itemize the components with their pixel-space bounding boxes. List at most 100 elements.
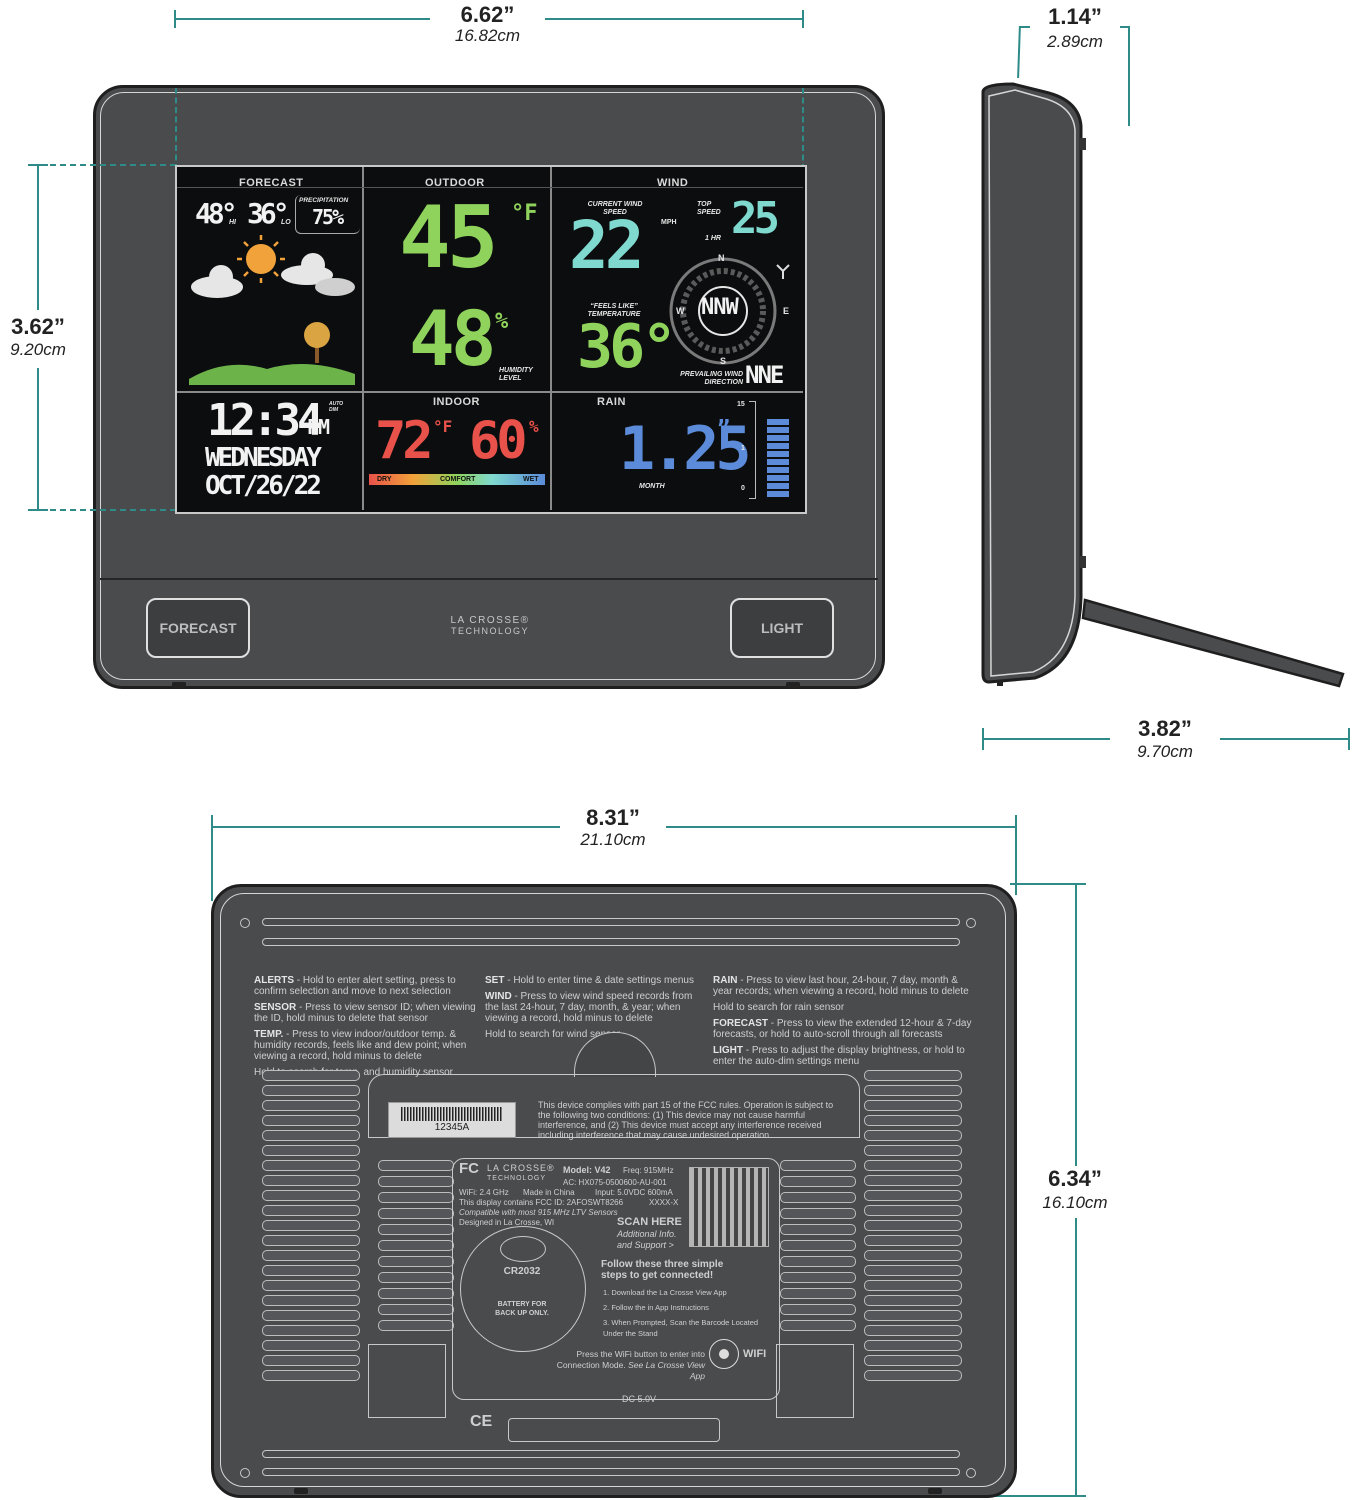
label-compat: Compatible with most 915 MHz LTV Sensors xyxy=(459,1208,618,1217)
wind-text: - Press to view wind speed records from … xyxy=(485,991,693,1024)
feels-like-label: “FEELS LIKE” TEMPERATURE xyxy=(587,303,641,318)
label-made: Made in China xyxy=(523,1188,575,1197)
forecast-lo: 36° xyxy=(247,197,290,230)
vent-slot xyxy=(864,1340,962,1351)
vent-slot xyxy=(262,1085,360,1096)
scale-dry: DRY xyxy=(377,476,392,483)
vent-slot xyxy=(262,1355,360,1366)
wind-compass xyxy=(669,257,790,365)
vent-slot xyxy=(864,1145,962,1156)
light-button[interactable]: LIGHT xyxy=(730,598,834,658)
brand-line2: TECHNOLOGY xyxy=(450,626,529,636)
comfort-scale-bar xyxy=(369,474,545,485)
wifi-note: Press the WiFi button to enter into Conn… xyxy=(545,1349,705,1382)
vent-slot xyxy=(864,1310,962,1321)
wifi-button[interactable] xyxy=(709,1339,739,1369)
side-depth-top-inches: 1.14” xyxy=(1030,4,1120,30)
vent-slot xyxy=(262,1115,360,1126)
outdoor-humidity-unit: % xyxy=(495,309,509,334)
vent-slot xyxy=(780,1320,856,1331)
vent-slot xyxy=(262,1235,360,1246)
forecast-hi-label: HI xyxy=(229,219,236,226)
rain-key: RAIN xyxy=(713,975,738,986)
step-2: Follow the in App Instructions xyxy=(611,1303,709,1312)
precipitation-value: 75% xyxy=(312,205,344,229)
vent-slot xyxy=(780,1288,856,1299)
vent-slot xyxy=(864,1100,962,1111)
label-fcc-id: This display contains FCC ID: 2AFOSWT826… xyxy=(459,1198,624,1207)
vent-slot xyxy=(864,1070,962,1081)
outdoor-humidity: 48 xyxy=(409,294,496,383)
vent-slot xyxy=(262,1145,360,1156)
set-key: SET xyxy=(485,975,505,986)
vent-slot xyxy=(378,1304,454,1315)
vent-slot xyxy=(262,1280,360,1291)
indoor-temp: 72 xyxy=(375,411,434,471)
vent-slot xyxy=(262,1340,360,1351)
front-height-inches: 3.62” xyxy=(11,314,65,339)
instructions-column-3: RAIN - Press to view last hour, 24-hour,… xyxy=(713,975,979,1067)
wind-direction: NNW xyxy=(701,295,739,320)
battery-recess-outline xyxy=(368,1074,860,1138)
prevailing-value: NNE xyxy=(745,361,784,389)
set-text: - Hold to enter time & date settings men… xyxy=(504,975,694,986)
outdoor-temp: 45 xyxy=(399,188,499,288)
vent-slot xyxy=(780,1208,856,1219)
vent-slot xyxy=(378,1240,454,1251)
vent-slot xyxy=(378,1320,454,1331)
step-3: When Prompted, Scan the Barcode Located … xyxy=(603,1318,759,1338)
vent-slot xyxy=(262,1265,360,1276)
battery-note: BATTERY FOR BACK UP ONLY. xyxy=(495,1301,549,1317)
vent-slot xyxy=(262,1100,360,1111)
wind-search-text: Hold to search for wind sensor xyxy=(485,1029,621,1040)
instructions-column-1: ALERTS - Hold to enter alert setting, pr… xyxy=(254,975,476,1078)
vent-slot xyxy=(262,1190,360,1201)
battery-type: CR2032 xyxy=(503,1266,541,1277)
vent-slot xyxy=(864,1160,962,1171)
ce-mark: CE xyxy=(470,1413,493,1430)
rain-text: - Press to view last hour, 24-hour, 7 da… xyxy=(713,975,969,997)
outdoor-title: OUTDOOR xyxy=(425,177,485,189)
front-brand: LA CROSSE® TECHNOLOGY xyxy=(430,615,550,636)
battery-cover[interactable] xyxy=(460,1226,586,1352)
forecast-hi: 48° xyxy=(195,197,238,230)
vent-slot xyxy=(864,1325,962,1336)
side-depth-base-inches: 3.82” xyxy=(1110,716,1220,742)
qr-code[interactable] xyxy=(689,1167,769,1247)
scan-here-label: SCAN HERE xyxy=(617,1216,682,1228)
rain-scale-bottom: 0 xyxy=(741,485,745,492)
instructions-column-2: SET - Hold to enter time & date settings… xyxy=(485,975,701,1040)
light-key: LIGHT xyxy=(713,1045,743,1056)
scale-comfort: COMFORT xyxy=(440,476,476,483)
brand-line1: LA CROSSE® xyxy=(450,615,530,626)
vent-slot xyxy=(864,1190,962,1201)
back-height-cm: 16.10cm xyxy=(1042,1193,1108,1212)
vent-slot xyxy=(378,1192,454,1203)
forecast-title: FORECAST xyxy=(239,177,304,189)
feels-like-value: 36° xyxy=(577,312,677,382)
indoor-humidity: 60 xyxy=(469,411,528,471)
indoor-title: INDOOR xyxy=(433,396,480,408)
rain-unit: ” xyxy=(717,417,731,442)
vent-slot xyxy=(864,1130,962,1141)
forecast-button[interactable]: FORECAST xyxy=(146,598,250,658)
front-divider xyxy=(100,578,878,580)
vent-slot xyxy=(262,1295,360,1306)
serial-number: 12345A xyxy=(434,1122,470,1133)
vent-slot xyxy=(864,1175,962,1186)
label-wifi: WiFi: 2.4 GHz xyxy=(459,1188,509,1197)
wifi-note-sub: See La Crosse View App xyxy=(628,1360,705,1381)
steps-list: 1. Download the La Crosse View App 2. Fo… xyxy=(603,1288,759,1338)
vent-slot xyxy=(262,1220,360,1231)
rain-search-text: Hold to search for rain sensor xyxy=(713,1002,845,1013)
vent-slot xyxy=(780,1160,856,1171)
wifi-note-text: Press the WiFi button to enter into Conn… xyxy=(556,1349,705,1370)
scale-wet: WET xyxy=(523,476,539,483)
label-designed: Designed in La Crosse, WI xyxy=(459,1218,555,1227)
indoor-temp-unit: °F xyxy=(433,417,453,436)
rain-scale-top: 15 xyxy=(737,401,745,408)
vent-slot xyxy=(262,1130,360,1141)
side-depth-base-cm: 9.70cm xyxy=(1137,742,1193,761)
vent-slot xyxy=(262,1310,360,1321)
vent-slot xyxy=(780,1256,856,1267)
